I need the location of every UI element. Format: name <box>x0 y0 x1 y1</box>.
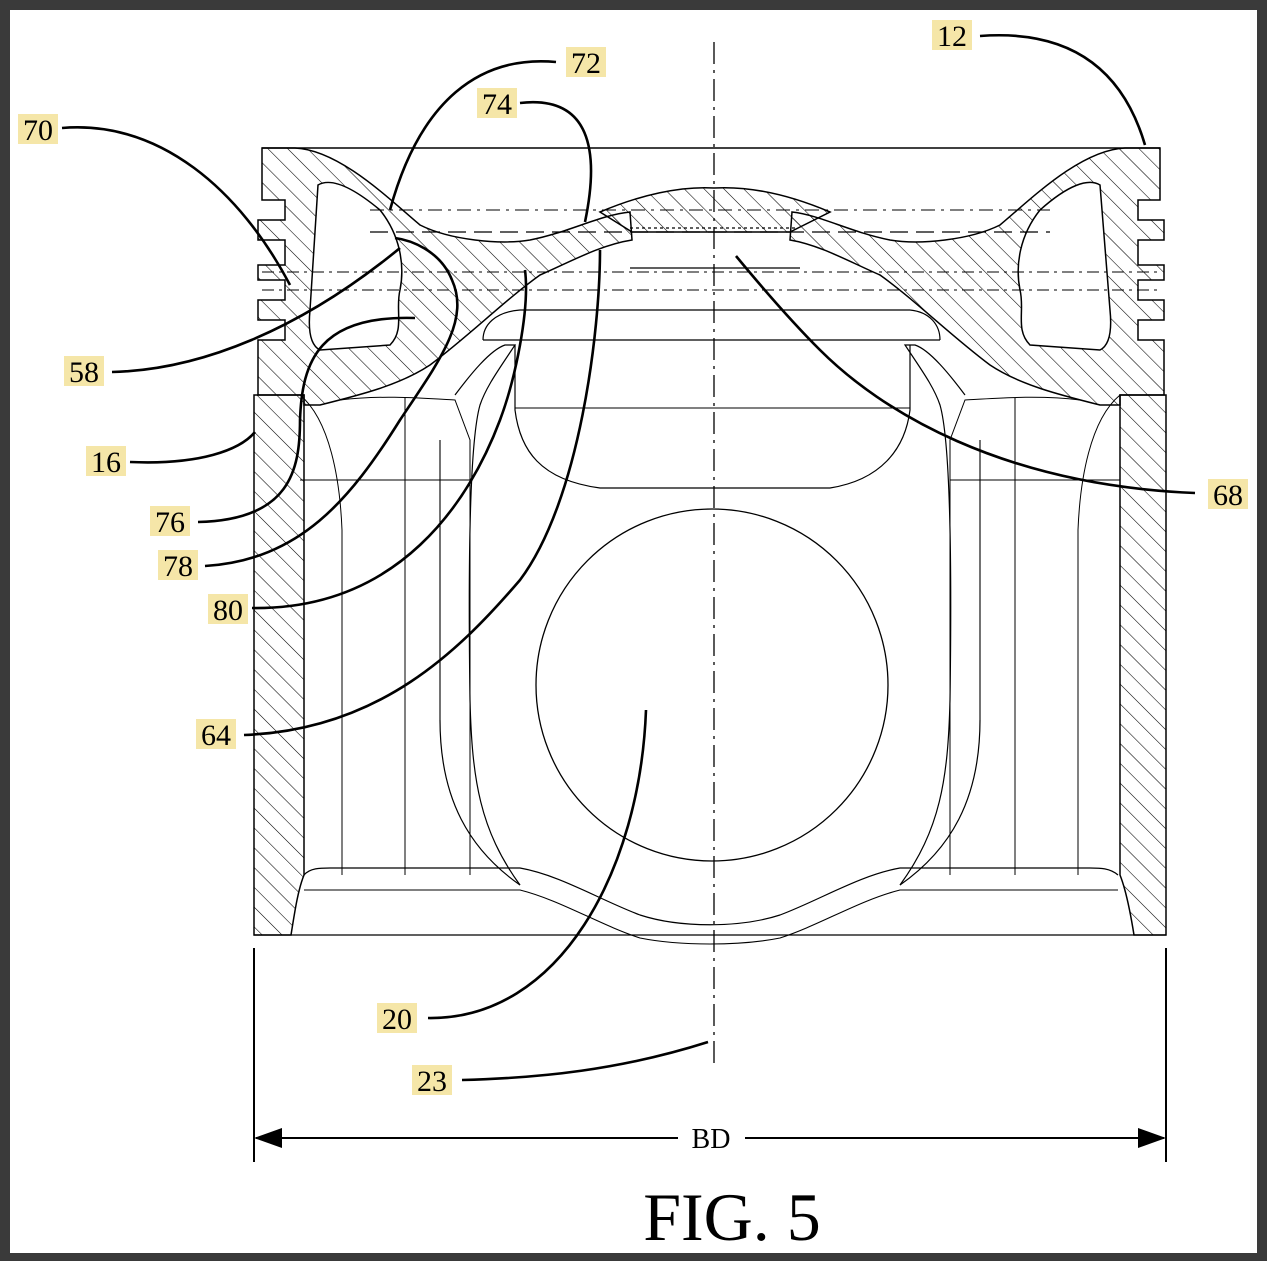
left-cooling-gallery <box>308 181 403 351</box>
label-64: 64 <box>201 719 231 752</box>
pin-bore <box>535 508 889 862</box>
label-16: 16 <box>91 446 121 479</box>
label-78: 78 <box>163 550 193 583</box>
left-skirt-section <box>253 394 305 936</box>
skirt-bottom-edge <box>303 867 1119 926</box>
label-80: 80 <box>213 594 243 627</box>
bore-diameter-label: BD <box>692 1124 731 1155</box>
dome-section <box>598 186 832 233</box>
label-58: 58 <box>69 356 99 389</box>
left-pin-boss <box>454 344 521 886</box>
label-70: 70 <box>23 114 53 147</box>
label-23: 23 <box>417 1065 447 1098</box>
underside-pocket <box>514 345 911 489</box>
label-74: 74 <box>482 88 512 121</box>
label-72: 72 <box>571 47 601 80</box>
label-68: 68 <box>1213 479 1243 512</box>
figure-title: FIG. 5 <box>643 1179 821 1255</box>
label-20: 20 <box>382 1003 412 1036</box>
right-skirt-section <box>1119 394 1167 936</box>
right-pin-boss <box>899 344 966 886</box>
label-76: 76 <box>155 506 185 539</box>
reference-labels: 12 72 74 70 58 16 76 78 80 64 68 20 23 <box>18 20 1248 1098</box>
leader-lines <box>61 34 1196 1082</box>
label-12: 12 <box>937 20 967 53</box>
